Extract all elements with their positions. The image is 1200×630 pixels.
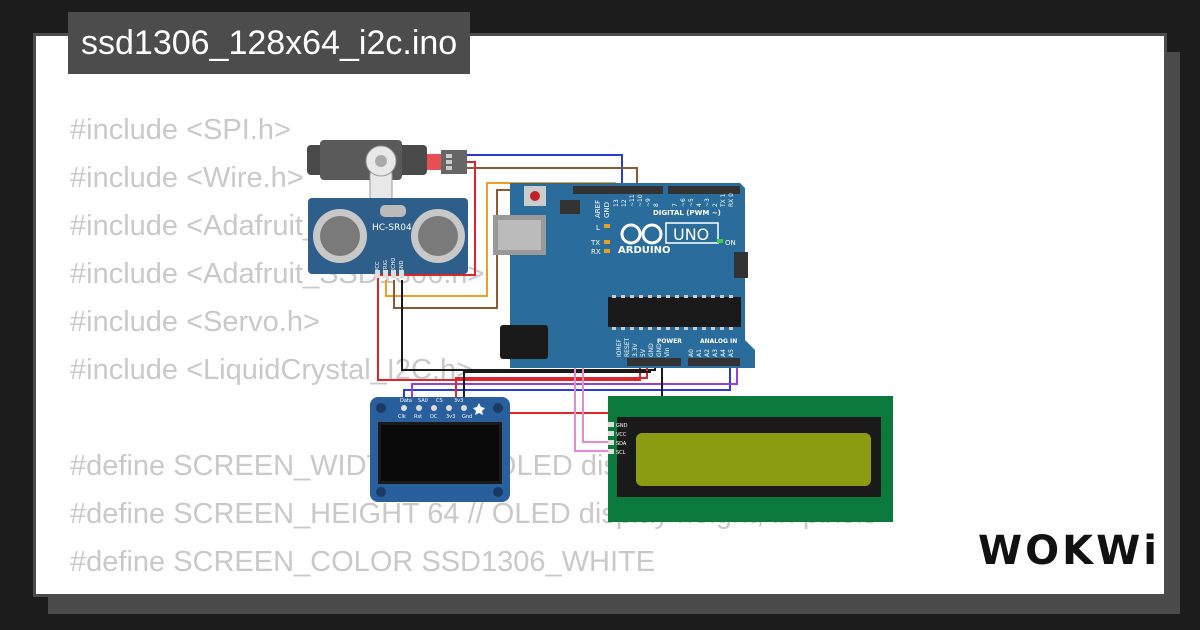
pin-label: TX 1	[720, 193, 727, 208]
pin-label: GND	[399, 260, 405, 272]
pin-label: 3.3V	[632, 342, 639, 357]
aref-label: AREF	[594, 200, 602, 218]
wire-oled-blue	[403, 365, 731, 402]
pin-label: IOREF	[616, 339, 623, 357]
pin-label: VCC	[616, 432, 627, 438]
sensor-pin[interactable]	[383, 270, 388, 278]
code-line: #include <Servo.h>	[70, 306, 320, 338]
wire-oled-black	[463, 371, 651, 402]
oled-pin[interactable]	[431, 405, 437, 411]
sensor-pin[interactable]	[391, 270, 396, 278]
lcd-pin[interactable]	[608, 422, 614, 427]
pin-label: SCL	[616, 450, 626, 456]
pin-label: Vin	[664, 347, 671, 357]
analog-label: ANALOG IN	[700, 338, 737, 345]
oled-pin[interactable]	[401, 405, 407, 411]
pin-label: RX 0	[728, 193, 735, 207]
pin-label: 3v3	[454, 398, 463, 404]
rx-led-label: RX	[591, 248, 601, 256]
wokwi-logo: WOKWi	[978, 528, 1160, 574]
pin-label: Data	[400, 398, 412, 404]
pin-label: A3	[712, 349, 719, 357]
code-line: #include <Wire.h>	[70, 162, 304, 194]
oled-pin-labels-top: Data SA0 CS 3v3	[400, 398, 463, 404]
infinity-logo	[620, 223, 663, 245]
pin-label: ~10	[637, 194, 644, 207]
pin-label: GND	[656, 343, 663, 357]
sensor-pin[interactable]	[375, 270, 380, 278]
pin-label: A2	[704, 349, 711, 357]
digital-label: DIGITAL (PWM ~)	[653, 209, 721, 217]
pin-label: ~6	[680, 198, 687, 207]
pin-label: A4	[720, 349, 727, 357]
pin-label: ECHO	[391, 258, 397, 272]
pin-label: 4	[696, 203, 703, 207]
pin-label: GND	[616, 423, 628, 429]
lcd-pin[interactable]	[608, 449, 614, 454]
pin-label: 2	[712, 203, 719, 207]
pin-label: RESET	[624, 337, 631, 357]
pin-label: ~5	[688, 198, 695, 207]
pin-label: ~3	[704, 198, 711, 207]
power-label: POWER	[657, 338, 682, 345]
pin-label: 3v3	[446, 414, 455, 420]
pin-label: VCC	[375, 261, 381, 272]
wire-servo-blue	[465, 154, 623, 192]
pin-label: A1	[696, 349, 703, 357]
board-brand: ARDUINO	[618, 245, 670, 256]
pin-label: Rst	[414, 414, 422, 420]
pin-label: 7	[672, 203, 679, 207]
sketch-title: ssd1306_128x64_i2c.ino	[68, 12, 471, 74]
pin-label: A0	[688, 349, 695, 357]
code-line: #define SCREEN_COLOR SSD1306_WHITE	[70, 546, 656, 578]
pin-label: 12	[621, 199, 628, 207]
lcd-pin[interactable]	[608, 440, 614, 445]
pin-label: 13	[613, 199, 620, 207]
pin-label: ~9	[645, 198, 652, 207]
pin-label: GND	[648, 343, 655, 357]
pin-label: Clk	[398, 414, 406, 420]
oled-pin[interactable]	[416, 405, 422, 411]
pin-label: 8	[653, 203, 660, 207]
lcd-pin[interactable]	[608, 431, 614, 436]
pin-label: SA0	[418, 398, 428, 404]
code-line: #include <SPI.h>	[70, 114, 291, 146]
board-model: UNO	[673, 225, 709, 244]
pin-label: DC	[430, 414, 438, 420]
oled-pin-labels-bottom: Clk Rst DC 3v3 Gnd	[398, 405, 472, 420]
oled-pin[interactable]	[461, 405, 467, 411]
tx-led-label: TX	[590, 239, 600, 247]
pin-label: ~11	[629, 194, 636, 207]
reset-button[interactable]	[530, 191, 540, 201]
lcd-pin-labels: GND VCC SDA SCL	[608, 422, 628, 456]
lcd-display[interactable]: GND VCC SDA SCL	[608, 396, 893, 522]
l-led-label: L	[596, 224, 600, 232]
pin-label: CS	[436, 398, 443, 404]
gnd-label: GND	[603, 202, 611, 218]
pin-label: A5	[728, 349, 735, 357]
on-led-label: ON	[725, 239, 736, 247]
pin-label: Gnd	[462, 414, 472, 420]
pin-label: SDA	[616, 441, 627, 447]
star-icon	[473, 403, 485, 415]
sensor-pin[interactable]	[399, 270, 404, 278]
pin-label: 5V	[640, 348, 647, 357]
pin-label: TRIG	[383, 260, 389, 273]
oled-pin[interactable]	[446, 405, 452, 411]
sensor-label: HC-SR04	[372, 223, 412, 233]
